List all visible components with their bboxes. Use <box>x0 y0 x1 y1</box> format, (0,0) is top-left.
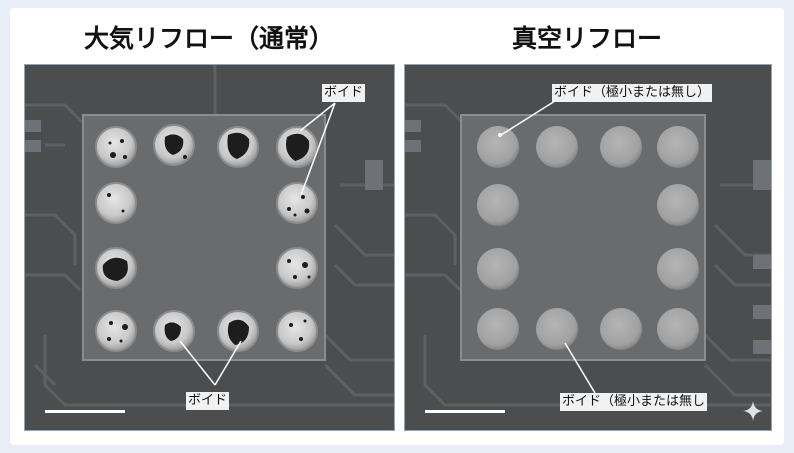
left-panel-title: 大気リフロー（通常） <box>83 24 334 53</box>
left-xray-image <box>24 64 395 431</box>
right-void-label-top: ボイド（極小または無し） <box>552 84 713 102</box>
right-xray-image <box>404 64 772 431</box>
left-void-label-bottom: ボイド <box>186 392 230 410</box>
right-scale-bar <box>425 410 505 413</box>
right-solder-ball-array <box>477 126 699 350</box>
left-scale-bar <box>45 410 125 413</box>
right-panel-title: 真空リフロー <box>511 24 662 53</box>
left-voids <box>102 132 311 345</box>
left-void-label-top: ボイド <box>322 84 366 102</box>
sparkle-icon <box>743 401 763 421</box>
right-void-label-bottom: ボイド（極小または無し <box>560 393 708 411</box>
